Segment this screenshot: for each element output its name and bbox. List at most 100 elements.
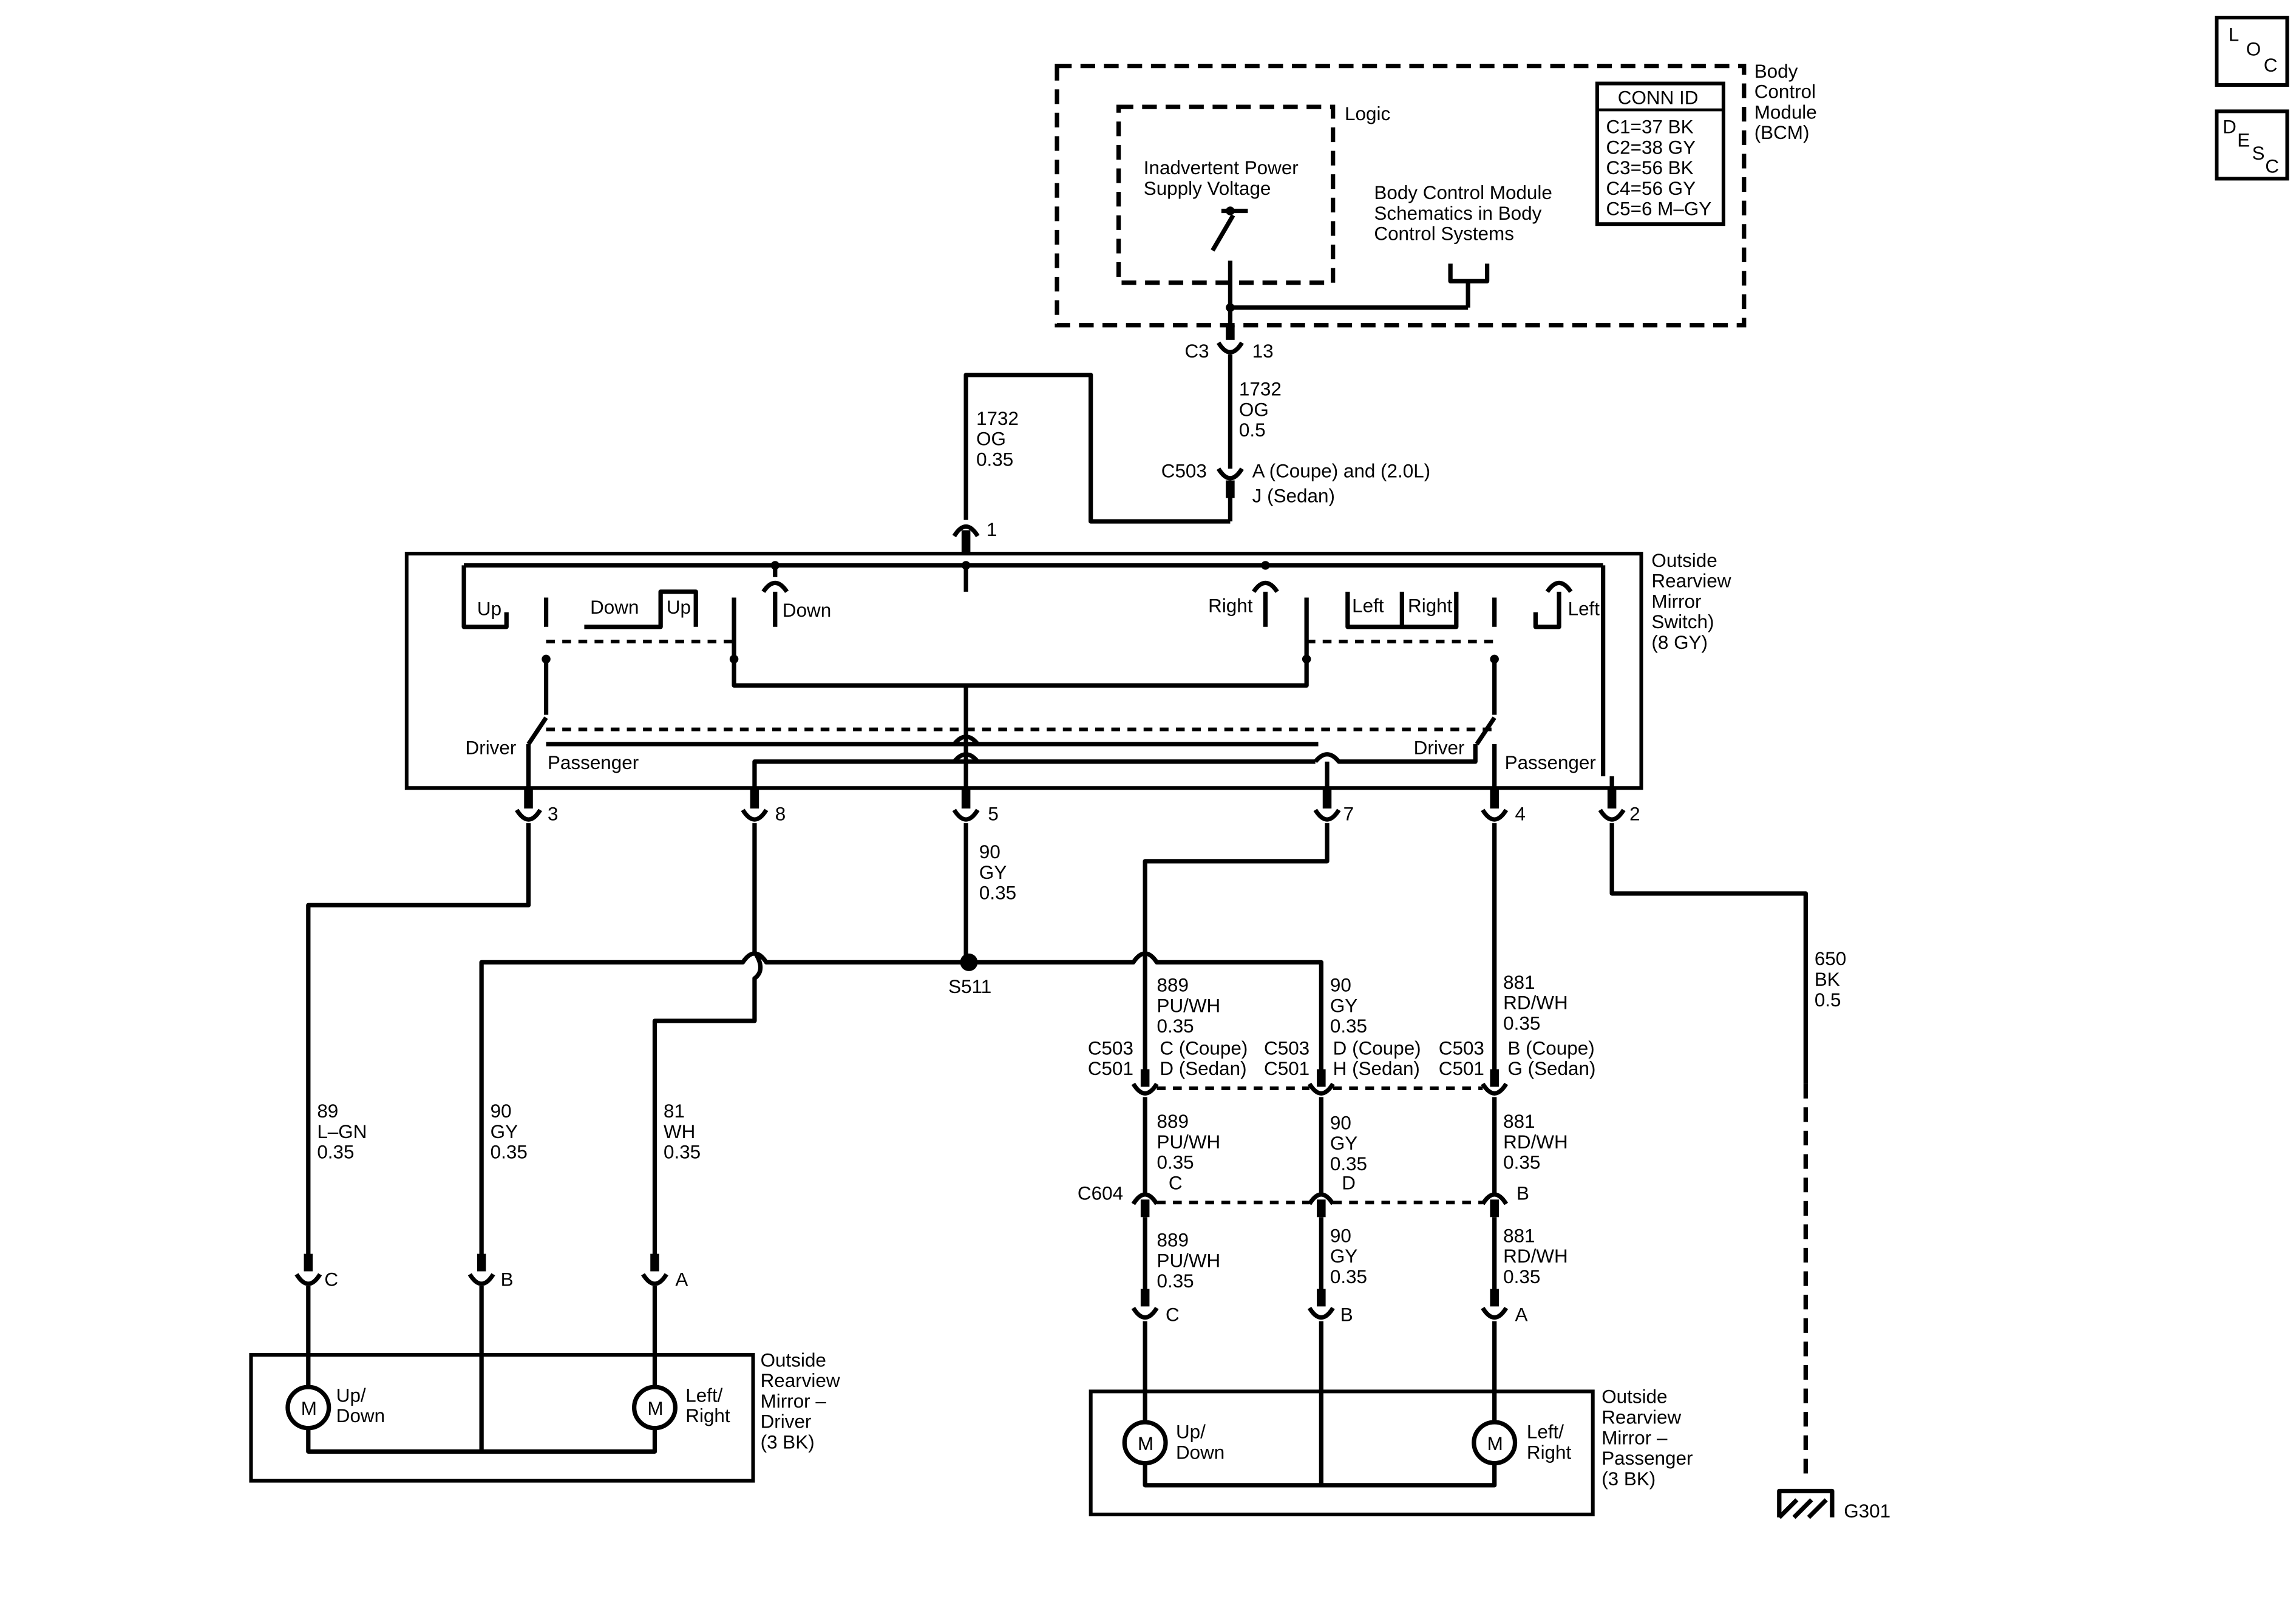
- svg-text:C3: C3: [1184, 341, 1209, 362]
- svg-text:0.35: 0.35: [979, 883, 1016, 904]
- svg-text:Down: Down: [1176, 1442, 1224, 1463]
- svg-text:Right: Right: [1527, 1442, 1572, 1463]
- svg-text:(BCM): (BCM): [1754, 122, 1810, 143]
- svg-text:2: 2: [1629, 803, 1640, 824]
- svg-text:D: D: [2223, 117, 2237, 138]
- logic-block: Logic Inadvertent Power Supply Voltage: [1116, 103, 1390, 308]
- svg-text:GY: GY: [979, 862, 1007, 883]
- svg-text:Passenger: Passenger: [1601, 1448, 1693, 1469]
- switch-pin-1: 1: [952, 519, 997, 554]
- switch-pin-3: 3: [515, 788, 558, 824]
- svg-text:D: D: [1342, 1172, 1356, 1193]
- wire-881-mid: 881 RD/WH 0.35: [1503, 1111, 1567, 1173]
- svg-text:889: 889: [1157, 1111, 1189, 1132]
- c503-c501-connector: C503 C501 C (Coupe) D (Sedan) C503 C501 …: [1088, 1037, 1595, 1194]
- svg-text:GY: GY: [1330, 1246, 1357, 1267]
- wire-90-top: 90 GY 0.35: [1330, 975, 1367, 1037]
- c503-top-connector: C503 A (Coupe) and (2.0L) J (Sedan): [1161, 461, 1430, 522]
- svg-text:0.5: 0.5: [1815, 989, 1841, 1011]
- svg-text:Rearview: Rearview: [761, 1370, 840, 1391]
- svg-text:0.35: 0.35: [1503, 1152, 1540, 1173]
- switch-pin-5: 5: [952, 788, 999, 824]
- svg-text:Module: Module: [1754, 101, 1817, 123]
- svg-text:Right: Right: [685, 1405, 730, 1426]
- svg-text:O: O: [2246, 39, 2261, 60]
- svg-text:C604: C604: [1078, 1182, 1123, 1204]
- svg-text:Schematics in Body: Schematics in Body: [1374, 203, 1541, 224]
- wire-90-gy-center: 90 GY 0.35: [979, 841, 1016, 904]
- svg-text:81: 81: [664, 1100, 685, 1122]
- svg-text:(3 BK): (3 BK): [761, 1432, 815, 1453]
- svg-text:Rearview: Rearview: [1601, 1407, 1681, 1428]
- svg-text:PU/WH: PU/WH: [1157, 995, 1221, 1016]
- switch-pin-2: 2: [1598, 788, 1640, 824]
- bcm-c3-connector: C3 13: [1184, 307, 1274, 469]
- svg-text:0.35: 0.35: [1330, 1266, 1367, 1287]
- svg-text:Rearview: Rearview: [1651, 571, 1731, 592]
- svg-text:M: M: [647, 1398, 663, 1419]
- mirror-switch: Outside Rearview Mirror Switch) (8 GY) 1…: [404, 519, 1731, 824]
- mirror-switch-title: Outside Rearview Mirror Switch) (8 GY): [1651, 550, 1731, 653]
- svg-text:89: 89: [317, 1100, 338, 1122]
- svg-text:Up: Up: [667, 597, 691, 618]
- svg-text:C: C: [2264, 55, 2278, 76]
- driver-connector: C B A: [294, 1253, 688, 1452]
- svg-text:C503: C503: [1439, 1037, 1484, 1059]
- wire-889-mid: 889 PU/WH 0.35: [1157, 1111, 1221, 1173]
- svg-text:3: 3: [548, 803, 558, 824]
- svg-text:S511: S511: [948, 976, 991, 997]
- loc-tab[interactable]: L O C: [2215, 15, 2289, 87]
- svg-text:H (Sedan): H (Sedan): [1333, 1058, 1420, 1079]
- wire-650-ground: 650 BK 0.5: [1609, 823, 1846, 1482]
- svg-text:90: 90: [1330, 1112, 1351, 1133]
- svg-text:OG: OG: [976, 429, 1006, 450]
- svg-text:B: B: [1517, 1182, 1529, 1204]
- svg-text:GY: GY: [491, 1121, 518, 1142]
- svg-text:C3=56 BK: C3=56 BK: [1606, 157, 1693, 178]
- svg-text:90: 90: [1330, 975, 1351, 996]
- svg-text:Logic: Logic: [1345, 103, 1390, 124]
- wire-889-low: 889 PU/WH 0.35: [1157, 1230, 1221, 1292]
- ground-symbol-icon: [1777, 1488, 1835, 1519]
- svg-text:Left: Left: [1352, 595, 1384, 617]
- svg-text:GY: GY: [1330, 995, 1357, 1016]
- svg-text:M: M: [1487, 1433, 1503, 1454]
- svg-text:4: 4: [1515, 803, 1526, 824]
- bcm-schematics-note: Body Control Module Schematics in Body C…: [1226, 182, 1552, 312]
- svg-text:Left: Left: [1568, 598, 1600, 620]
- svg-text:C2=38 GY: C2=38 GY: [1606, 137, 1696, 158]
- ground-g301: G301: [1777, 1488, 1890, 1522]
- wire-90-low: 90 GY 0.35: [1330, 1225, 1367, 1287]
- desc-tab[interactable]: D E S C: [2215, 109, 2289, 181]
- svg-text:1732: 1732: [976, 408, 1019, 429]
- splice-s511: S511: [479, 823, 1323, 1260]
- svg-text:C503: C503: [1264, 1037, 1309, 1059]
- svg-text:1732: 1732: [1239, 379, 1282, 400]
- svg-text:C5=6 M–GY: C5=6 M–GY: [1606, 198, 1711, 220]
- svg-text:Driver: Driver: [1414, 737, 1465, 759]
- svg-text:Down: Down: [783, 600, 831, 621]
- switch-pin-8: 8: [741, 788, 786, 824]
- wire-881-top: 881 RD/WH 0.35: [1503, 972, 1567, 1034]
- svg-text:Mirror: Mirror: [1651, 591, 1701, 612]
- svg-text:90: 90: [979, 841, 1000, 863]
- svg-text:Body Control Module: Body Control Module: [1374, 182, 1552, 203]
- svg-text:Outside: Outside: [761, 1349, 826, 1371]
- svg-text:Up/: Up/: [336, 1385, 366, 1406]
- svg-text:L–GN: L–GN: [317, 1121, 367, 1142]
- bcm-block: Body Control Module (BCM) Logic Inadvert…: [1055, 61, 1817, 328]
- wire-1732-og-0-5: 1732 OG 0.5: [1239, 379, 1282, 441]
- svg-text:Outside: Outside: [1651, 550, 1717, 571]
- svg-text:5: 5: [988, 803, 998, 824]
- svg-text:G301: G301: [1844, 1500, 1890, 1522]
- conn-id-table: CONN ID C1=37 BK C2=38 GY C3=56 BK C4=56…: [1595, 81, 1725, 226]
- svg-text:C503: C503: [1161, 461, 1207, 482]
- svg-text:C1=37 BK: C1=37 BK: [1606, 117, 1693, 138]
- svg-text:M: M: [1138, 1433, 1153, 1454]
- svg-text:Outside: Outside: [1601, 1386, 1667, 1408]
- svg-text:L: L: [2229, 24, 2239, 46]
- svg-text:A: A: [675, 1269, 688, 1290]
- svg-text:C503: C503: [1088, 1037, 1133, 1059]
- svg-text:Down: Down: [336, 1405, 385, 1426]
